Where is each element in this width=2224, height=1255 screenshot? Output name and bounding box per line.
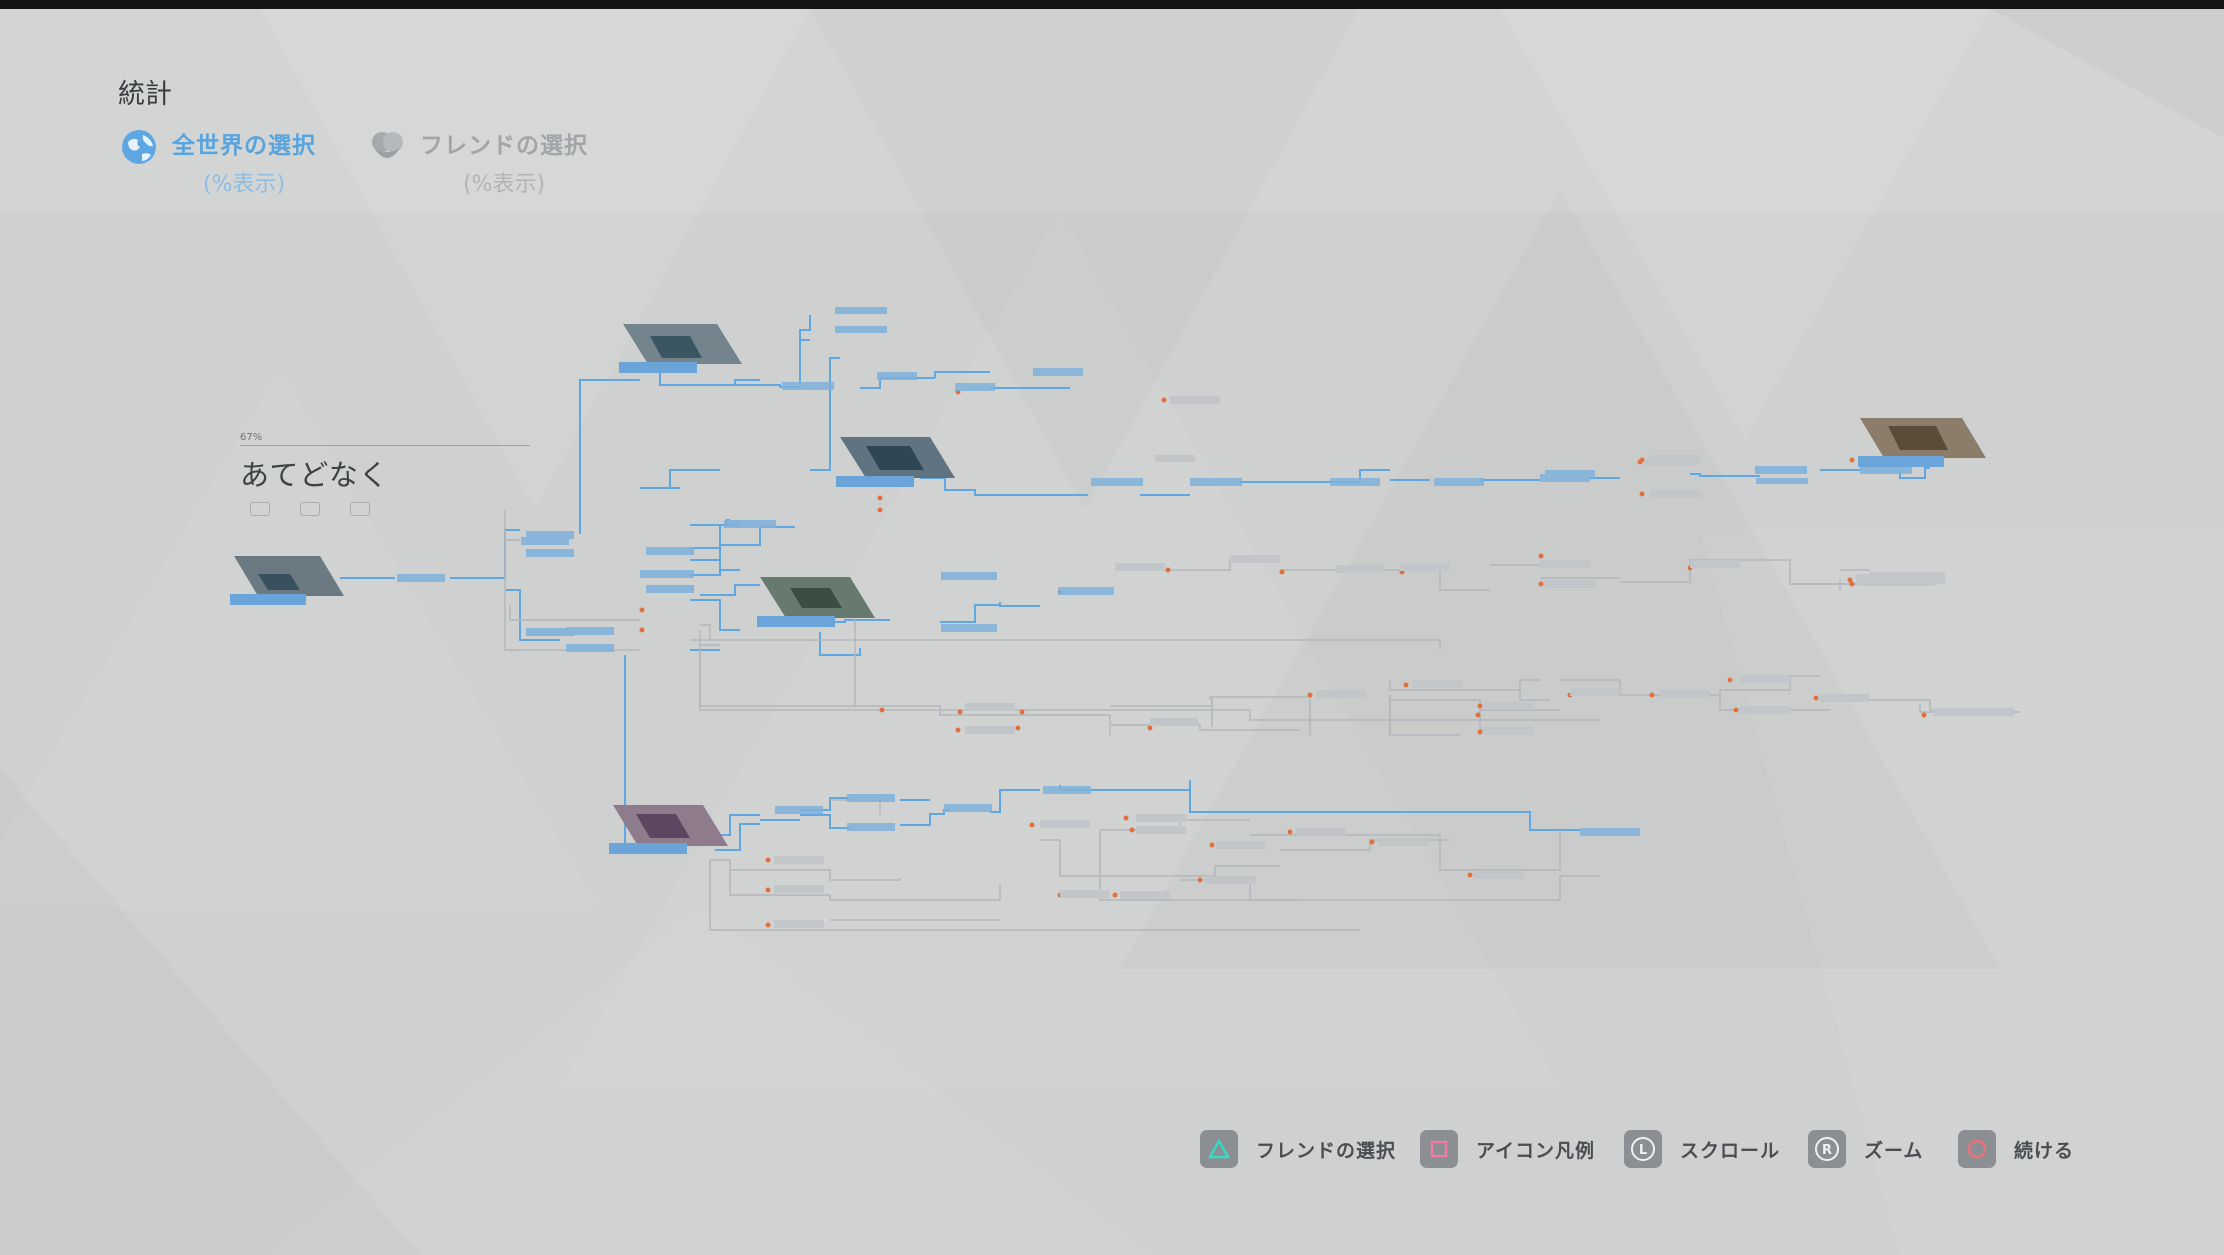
l-stick-glyph: L bbox=[1639, 1143, 1647, 1158]
circle-button-icon bbox=[1958, 1130, 1996, 1168]
flowchart-locked-paths bbox=[504, 510, 2020, 931]
icon-legend-prompt-label: アイコン凡例 bbox=[1476, 1139, 1596, 1162]
continue-prompt[interactable]: 続ける bbox=[1958, 1130, 2074, 1168]
zoom-prompt-label: ズーム bbox=[1864, 1139, 1924, 1162]
world-choices-sub: (%表示) bbox=[202, 172, 286, 197]
button-prompts: フレンドの選択 アイコン凡例 L スクロール R ズーム 続ける bbox=[0, 1130, 2224, 1172]
flowchart-choice-dots bbox=[639, 389, 1927, 928]
selected-node-divider bbox=[240, 445, 530, 446]
globe-icon bbox=[122, 130, 156, 164]
icon-legend-prompt[interactable]: アイコン凡例 bbox=[1420, 1130, 1595, 1168]
flowchart-choice-boxes bbox=[397, 307, 2014, 928]
selected-node-info: 67% あてどなく bbox=[240, 432, 530, 516]
world-choices-toggle[interactable]: 全世界の選択 (%表示) bbox=[120, 126, 316, 198]
world-choices-label: 全世界の選択 bbox=[172, 133, 316, 159]
l-stick-icon: L bbox=[1624, 1130, 1662, 1168]
friend-choices-toggle[interactable]: フレンドの選択 (%表示) bbox=[368, 126, 588, 198]
node-marker-icon bbox=[250, 502, 270, 516]
selected-node-percent: 67% bbox=[240, 432, 263, 443]
scroll-prompt[interactable]: L スクロール bbox=[1624, 1130, 1780, 1168]
friend-choices-prompt-label: フレンドの選択 bbox=[1256, 1139, 1397, 1162]
header-band bbox=[0, 9, 2224, 213]
friend-choices-prompt[interactable]: フレンドの選択 bbox=[1200, 1130, 1396, 1168]
r-stick-icon: R bbox=[1808, 1130, 1846, 1168]
node-marker-icon bbox=[300, 502, 320, 516]
friends-icon bbox=[372, 132, 403, 158]
page-title: 統計 bbox=[118, 79, 172, 110]
top-letterbox bbox=[0, 0, 2224, 9]
zoom-prompt[interactable]: R ズーム bbox=[1808, 1130, 1923, 1168]
square-button-icon bbox=[1420, 1130, 1458, 1168]
flowchart-unlocked-paths bbox=[340, 315, 1930, 851]
flowchart-scene-nodes bbox=[230, 324, 1986, 854]
continue-prompt-label: 続ける bbox=[2014, 1139, 2075, 1162]
selected-node-icons bbox=[240, 502, 530, 516]
friend-choices-sub: (%表示) bbox=[462, 172, 546, 197]
background-pattern bbox=[0, 9, 2224, 1255]
node-marker-icon bbox=[350, 502, 370, 516]
scroll-prompt-label: スクロール bbox=[1680, 1139, 1781, 1162]
friend-choices-label: フレンドの選択 bbox=[420, 133, 588, 159]
r-stick-glyph: R bbox=[1822, 1143, 1832, 1158]
triangle-button-icon bbox=[1200, 1130, 1238, 1168]
selected-node-name: あてどなく bbox=[240, 458, 389, 492]
